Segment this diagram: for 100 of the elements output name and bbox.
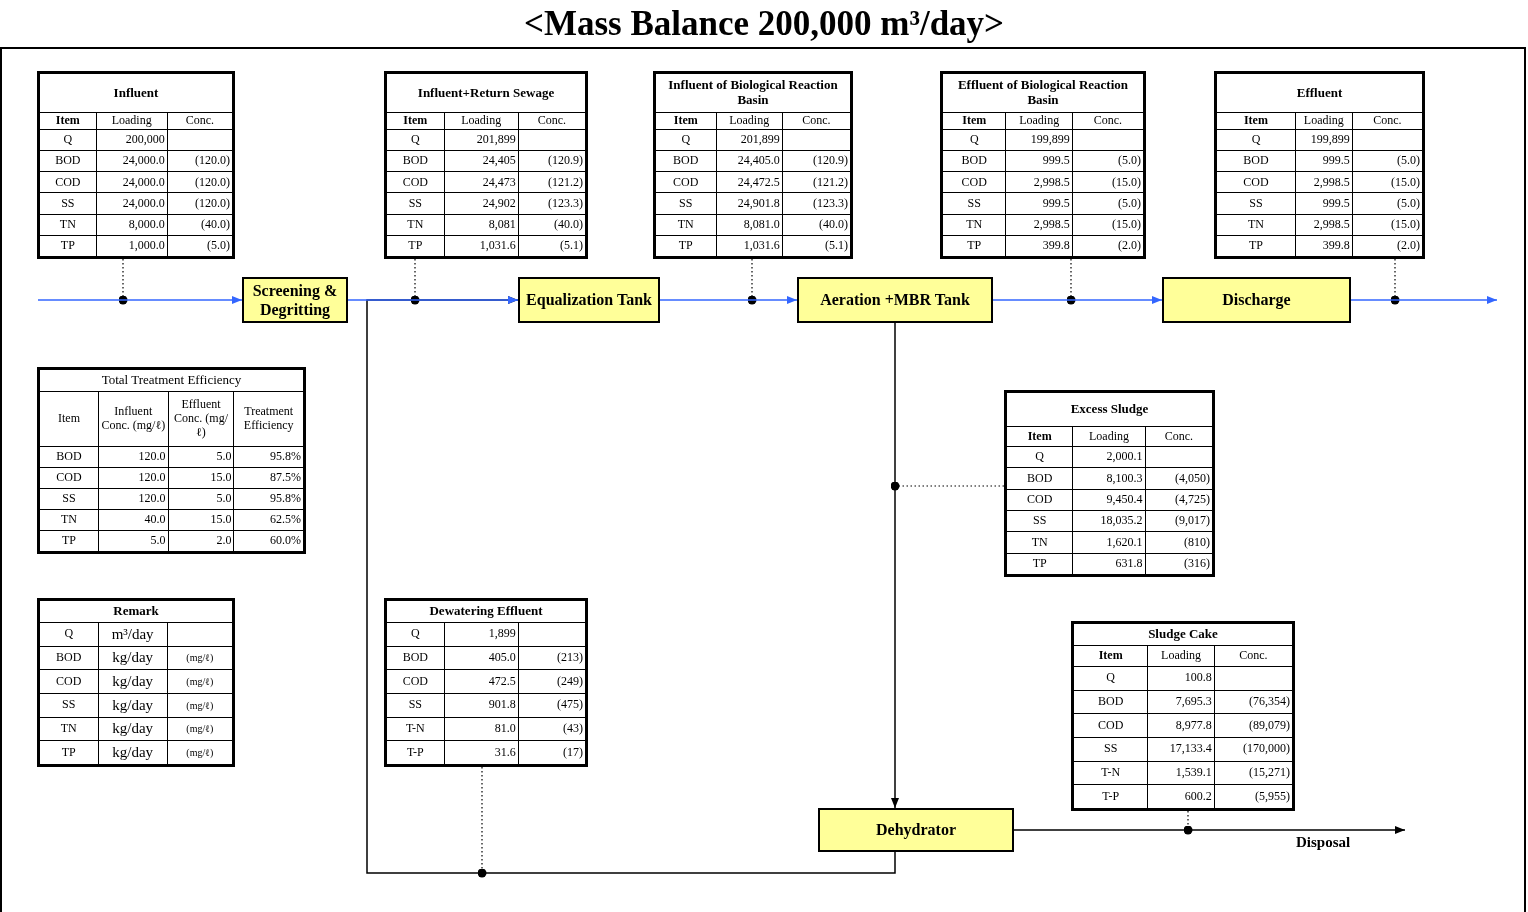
- table-cell: BOD: [656, 151, 716, 172]
- column-header: Loading: [444, 113, 518, 129]
- table-cell: COD: [943, 172, 1006, 193]
- data-table: [1214, 71, 1425, 259]
- table-cell: 2,000.1: [1073, 447, 1145, 468]
- table-cell: (5.0): [1072, 193, 1143, 214]
- data-table: [653, 71, 853, 259]
- table-cell: T-P: [387, 741, 444, 764]
- table-cell: 24,472.5: [716, 172, 782, 193]
- table-title: Sludge Cake: [1074, 624, 1292, 645]
- table-cell: (9,017): [1145, 511, 1212, 532]
- table-cell: 631.8: [1073, 553, 1145, 574]
- table-cell: 95.8%: [234, 447, 303, 467]
- data-table: [37, 598, 235, 767]
- table-cell: 8,081.0: [716, 214, 782, 235]
- column-header: Conc.: [518, 113, 585, 129]
- table-cell: TP: [40, 235, 96, 256]
- table-cell: TN: [40, 214, 96, 235]
- table-cell: SS: [943, 193, 1006, 214]
- column-header: Conc.: [782, 113, 850, 129]
- table-title: Influent: [40, 74, 232, 112]
- table-cell: (5,955): [1214, 785, 1292, 808]
- table-cell: 24,901.8: [716, 193, 782, 214]
- table-cell: COD: [40, 468, 98, 488]
- table-cell: BOD: [387, 646, 444, 670]
- table-cell: (15,271): [1214, 761, 1292, 785]
- table-cell: 17,133.4: [1148, 738, 1214, 761]
- table-cell: (mg/ℓ): [167, 694, 232, 717]
- table-cell: kg/day: [98, 717, 167, 741]
- table-cell: (5.0): [1352, 193, 1422, 214]
- table-title: Remark: [40, 601, 232, 622]
- arrow: [659, 296, 798, 304]
- table-title: Effluent of Biological Reaction Basin: [943, 74, 1143, 112]
- table-cell: (15.0): [1072, 214, 1143, 235]
- arrow: [347, 296, 519, 304]
- column-header: Conc.: [1214, 646, 1292, 666]
- column-header: Item: [656, 113, 716, 129]
- table-cell: 1,539.1: [1148, 761, 1214, 785]
- table-cell: (475): [518, 694, 585, 717]
- table-cell: TP: [387, 235, 444, 256]
- table-cell: 24,405.0: [716, 151, 782, 172]
- table-cell: SS: [387, 193, 444, 214]
- table-cell: BOD: [40, 646, 98, 670]
- table-cell: 199,899: [1006, 130, 1072, 151]
- table-cell: 1,620.1: [1073, 532, 1145, 553]
- table-cell: 40.0: [99, 510, 168, 530]
- table-cell: 24,000.0: [96, 151, 167, 172]
- column-header: Item: [1074, 646, 1148, 666]
- leader-line: [477, 766, 487, 878]
- table-cell: Q: [387, 130, 444, 151]
- table-cell: COD: [40, 670, 98, 693]
- table-cell: BOD: [1217, 151, 1295, 172]
- table-cell: (2.0): [1352, 235, 1422, 256]
- column-header: Item: [40, 392, 98, 446]
- table-cell: 399.8: [1295, 235, 1352, 256]
- table-cell: TP: [656, 235, 716, 256]
- edge-label: Disposal: [1294, 834, 1353, 851]
- column-header: Loading: [716, 113, 782, 129]
- process-box: Discharge: [1162, 277, 1351, 323]
- table-cell: BOD: [1007, 468, 1073, 489]
- table-cell: 201,899: [444, 130, 518, 151]
- column-header: Effluent Conc. (mg/ℓ): [168, 392, 234, 446]
- process-box: Equalization Tank: [518, 277, 660, 323]
- table-cell: (5.0): [167, 235, 232, 256]
- table-cell: 901.8: [444, 694, 518, 717]
- table-cell: 95.8%: [234, 489, 303, 509]
- table-cell: Q: [656, 130, 716, 151]
- table-cell: 1,000.0: [96, 235, 167, 256]
- table-cell: T-P: [1074, 785, 1148, 808]
- table-cell: 18,035.2: [1073, 511, 1145, 532]
- table-cell: 24,000.0: [96, 193, 167, 214]
- table-cell: (5.0): [1352, 151, 1422, 172]
- table-cell: TP: [1217, 235, 1295, 256]
- table-cell: TP: [40, 531, 98, 551]
- arrow: [992, 296, 1163, 304]
- table-cell: Q: [387, 623, 444, 646]
- data-table: [1004, 390, 1215, 577]
- table-cell: COD: [1074, 714, 1148, 737]
- column-header: Item: [40, 113, 96, 129]
- table-cell: 999.5: [1006, 193, 1072, 214]
- table-cell: BOD: [1074, 690, 1148, 714]
- table-cell: m³/day: [98, 623, 167, 646]
- data-table: [37, 367, 306, 554]
- table-cell: TN: [1007, 532, 1073, 553]
- table-cell: SS: [387, 694, 444, 717]
- table-cell: (mg/ℓ): [167, 646, 232, 670]
- table-cell: TN: [40, 510, 98, 530]
- table-cell: 15.0: [168, 510, 234, 530]
- data-table: [1071, 621, 1295, 811]
- table-cell: BOD: [40, 447, 98, 467]
- table-cell: Q: [1074, 667, 1148, 690]
- table-cell: 87.5%: [234, 468, 303, 488]
- table-cell: 2,998.5: [1295, 214, 1352, 235]
- table-cell: (249): [518, 670, 585, 693]
- table-cell: COD: [387, 172, 444, 193]
- table-cell: (5.0): [1072, 151, 1143, 172]
- table-cell: (123.3): [782, 193, 850, 214]
- table-cell: (120.9): [782, 151, 850, 172]
- table-cell: 7,695.3: [1148, 690, 1214, 714]
- table-cell: (15.0): [1072, 172, 1143, 193]
